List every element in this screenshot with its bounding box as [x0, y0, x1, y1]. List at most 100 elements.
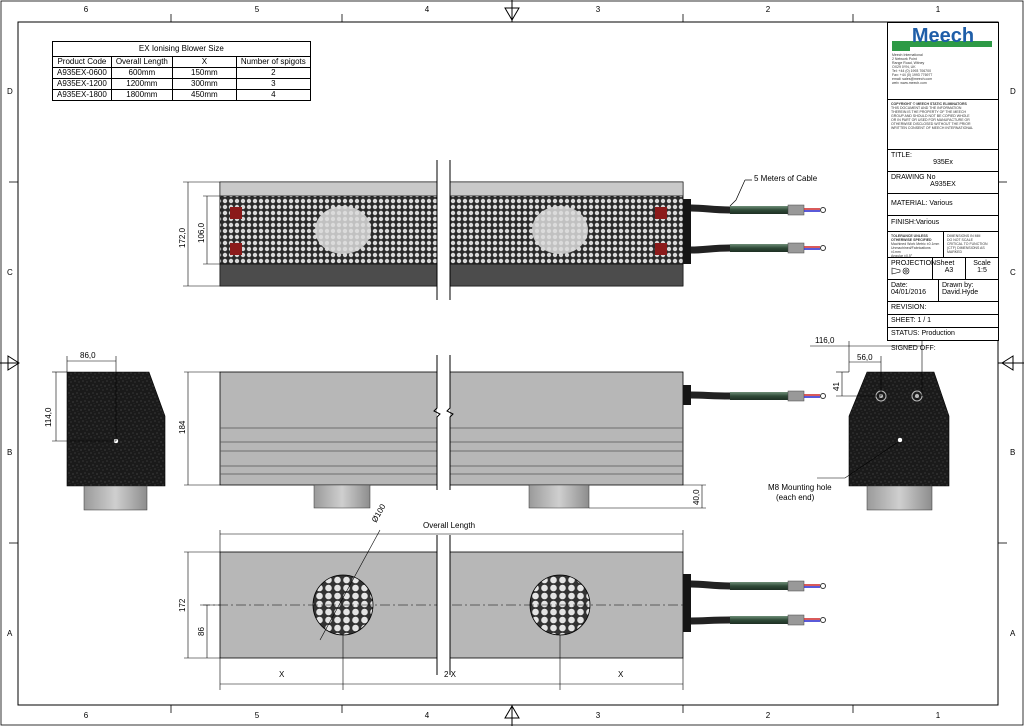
title-label: TITLE:: [891, 152, 913, 159]
right-end-body: [848, 371, 950, 487]
bom-header: Overall Length: [110, 56, 173, 68]
grid-row-D-right: D: [1010, 87, 1016, 96]
left-height-dim: 114,0: [44, 407, 53, 427]
sheet-size-cell: Sheet A3: [932, 257, 965, 279]
front-height-dim: 184: [178, 420, 187, 434]
bom-cell: 4: [235, 89, 311, 101]
copyright-line: WRITTEN CONSENT OF MEECH INTERNATIONAL: [891, 126, 974, 130]
bom-cell: 1800mm: [110, 89, 173, 101]
signed-off-cell: SIGNED OFF:: [888, 340, 998, 362]
bom-cell: A935EX-1200: [52, 78, 112, 90]
dimensions-line: DO NOT SCALE: [947, 238, 973, 242]
copyright-line: COPYRIGHT © MEECH STATIC ELIMINATORS: [891, 102, 967, 106]
material-cell: MATERIAL: Various: [888, 193, 998, 215]
company-block: Meech Meech International 2 Network Poin…: [888, 23, 998, 99]
bom-header: Number of spigots: [235, 56, 311, 68]
drawn-label: Drawn by:: [942, 282, 974, 289]
bom-table: EX Ionising Blower Size Product Code Ove…: [52, 41, 311, 101]
bom-cell: 2: [235, 67, 311, 79]
bom-cell: 150mm: [171, 67, 237, 79]
top-view-mesh: [219, 195, 684, 265]
dimensions-line: MARKED: [947, 250, 962, 254]
tolerance-line: Machined Work Metric ±0.1mm: [891, 242, 940, 246]
grid-col-4-top: 4: [425, 5, 430, 14]
dimensions-line: DIMENSIONS IN MM: [947, 234, 981, 238]
copyright-line: THEREIN IS THE PROPERTY OF THE MEECH: [891, 110, 967, 114]
drawing-no-value: A935EX: [930, 181, 956, 188]
table-row: A935EX-0600 600mm 150mm 2: [52, 67, 311, 79]
x-dim-1: X: [279, 670, 285, 679]
grid-col-2-top: 2: [766, 5, 771, 14]
left-width-dim: 86,0: [80, 351, 96, 360]
tolerance-cell: TOLERANCE UNLESS OTHERWISE SPECIFIED Mac…: [888, 231, 943, 258]
grid-col-5-top: 5: [255, 5, 260, 14]
grid-col-4-bottom: 4: [425, 711, 430, 720]
address-line: email: sales@meech.com: [892, 77, 933, 81]
projection-cell: PROJECTION: [888, 257, 936, 279]
spigot-diameter-dim: Ø100: [370, 502, 388, 524]
grid-row-C-right: C: [1010, 268, 1016, 277]
copyright-line: OTHERWISE DISCLOSED WITHOUT THE PRIOR: [891, 122, 971, 126]
grid-col-6-bottom: 6: [84, 711, 89, 720]
material-value: MATERIAL: Various: [891, 200, 953, 207]
top-view-cables: [690, 204, 826, 254]
x-dim-3: X: [618, 670, 624, 679]
sheet-size-value: A3: [944, 267, 954, 274]
grid-row-B-right: B: [1010, 448, 1015, 457]
bom-cell: A935EX-0600: [52, 67, 112, 79]
finish-cell: FINISH:Various: [888, 215, 998, 231]
bom-cell: 300mm: [171, 78, 237, 90]
signed-off-label: SIGNED OFF:: [891, 345, 936, 352]
right-width-dim: 116,0: [815, 336, 835, 345]
tolerance-line: Unmachined/Fabrications ±1mm: [891, 246, 931, 254]
tolerance-line: OTHERWISE SPECIFIED: [891, 238, 932, 242]
grid-row-A-right: A: [1010, 629, 1016, 638]
sheet-value: SHEET: 1 / 1: [891, 317, 932, 324]
front-view-body: [219, 371, 684, 486]
table-row: A935EX-1200 1200mm 300mm 3: [52, 78, 311, 90]
bottom-view-body: [219, 551, 684, 659]
meech-logo-icon: Meech: [892, 25, 992, 51]
grid-col-3-bottom: 3: [596, 711, 601, 720]
title-block: Meech Meech International 2 Network Poin…: [887, 22, 999, 352]
dimensions-line: CRITICAL TO FUNCTION: [947, 242, 988, 246]
grid-row-C-left: C: [7, 268, 13, 277]
grid-row-B-left: B: [7, 448, 12, 457]
address-line: Range Road, Witney: [892, 61, 925, 65]
company-name: Meech: [912, 25, 974, 47]
revision-label: REVISION:: [891, 304, 927, 311]
bottom-view: Overall Length Ø100 172 86 X 2 X X: [178, 502, 826, 690]
scale-label: Scale: [973, 260, 991, 267]
revision-cell: REVISION:: [888, 301, 998, 314]
copyright-line: THIS DOCUMENT AND THE INFORMATION: [891, 106, 962, 110]
copyright-line: GROUP AND SHOULD NOT BE COPIED WHOLE: [891, 114, 970, 118]
address-line: Meech International: [892, 53, 923, 57]
status-cell: STATUS: Production: [888, 327, 998, 340]
bom-header: X: [171, 56, 237, 68]
bom-header: Product Code: [52, 56, 112, 68]
drawn-value: David.Hyde: [942, 289, 979, 296]
projection-icon: [891, 267, 910, 275]
left-end-view: 86,0 114,0: [44, 351, 166, 511]
bom-cell: 3: [235, 78, 311, 90]
address-line: OX29 0YN, UK: [892, 65, 916, 69]
grid-col-5-bottom: 5: [255, 711, 260, 720]
bom-caption: EX Ionising Blower Size: [52, 41, 311, 57]
grid-col-6-top: 6: [84, 5, 89, 14]
grid-col-2-bottom: 2: [766, 711, 771, 720]
address-line: Fax: +44 (0) 1993 776977: [892, 73, 933, 77]
copyright-notice: COPYRIGHT © MEECH STATIC ELIMINATORS THI…: [888, 99, 998, 149]
status-value: STATUS: Production: [891, 330, 955, 337]
mount-annotation-1: M8 Mounting hole: [768, 483, 832, 492]
title-cell: TITLE: 935Ex: [888, 149, 998, 171]
grid-col-3-top: 3: [596, 5, 601, 14]
dimensions-note-cell: DIMENSIONS IN MM DO NOT SCALE CRITICAL T…: [943, 231, 998, 257]
copyright-line: OR IN PART OR USED FOR MANUFACTURE OR: [891, 118, 970, 122]
tolerance-line: Angular ±0.5°: [891, 254, 913, 258]
company-address: Meech International 2 Network Point Rang…: [892, 53, 932, 85]
address-line: web: www.meech.com: [892, 81, 927, 85]
bom-cell: 1200mm: [110, 78, 173, 90]
drawn-by-cell: Drawn by: David.Hyde: [938, 279, 998, 301]
